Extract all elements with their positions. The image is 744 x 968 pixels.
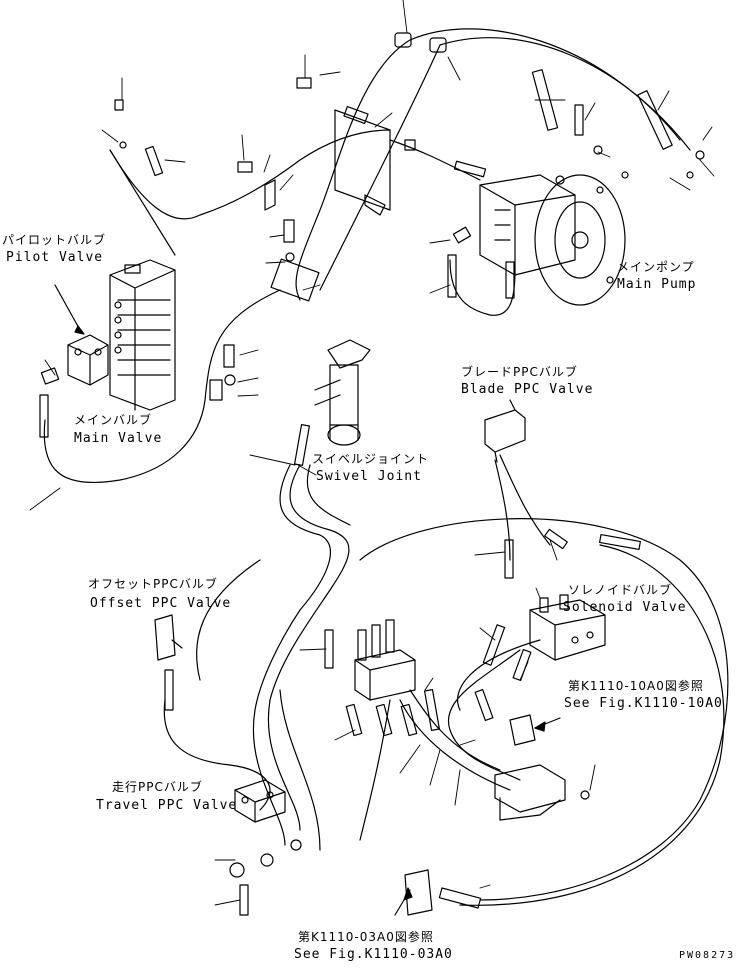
main-pump-label-ja: メインポンプ: [617, 260, 695, 274]
ref-10a0-label-en: See Fig.K1110-10A0: [564, 696, 723, 711]
travel-ppc-label-en: Travel PPC Valve: [96, 798, 238, 813]
pilot-valve-label-ja: パイロットバルブ: [2, 233, 107, 247]
hose-valve-to-block-2: [400, 700, 510, 790]
leader-lines: [30, 0, 714, 905]
hose-solenoid-to-block: [448, 650, 520, 780]
hose-pump-to-swivel-a: [296, 40, 410, 300]
solenoid-valve-label-ja: ソレノイドバルブ: [568, 583, 673, 597]
hose-bundle-to-travel-b: [253, 710, 285, 845]
hose-to-main-valve: [110, 150, 175, 255]
hose-pump-lower: [450, 260, 515, 315]
solenoid-valve-label-en: Solenoid Valve: [563, 600, 687, 615]
hose-left-loop: [197, 560, 260, 680]
hose-pump-to-swivel-b: [320, 45, 440, 290]
hose-valve-down: [360, 700, 390, 840]
hose-valve-to-block-1: [410, 690, 500, 770]
hose-blade-ppc: [500, 455, 550, 545]
blade-ppc-label-en: Blade PPC Valve: [461, 382, 594, 397]
hose-swivel-bundle-2: [255, 465, 330, 710]
blade-ppc-label-ja: ブレードPPCバルブ: [461, 365, 578, 379]
main-valve-label-en: Main Valve: [74, 431, 163, 446]
travel-ppc-valve: [235, 780, 285, 822]
bracket-plates: [265, 110, 390, 215]
main-valve: [110, 260, 175, 410]
hose-swivel-bundle-1: [270, 465, 349, 700]
bottom-right-block: [495, 765, 565, 820]
swivel-joint: [315, 340, 370, 445]
swivel-joint-label-ja: スイベルジョイント: [312, 452, 430, 466]
ref-connector-10a0: [510, 715, 560, 745]
travel-ppc-label-ja: 走行PPCバルブ: [112, 780, 203, 794]
drawing-code: PW08273: [679, 950, 736, 961]
pilot-valve: [55, 285, 108, 385]
hose-blade-ppc-b: [495, 460, 510, 560]
hose-right-arc: [360, 519, 728, 900]
hose-right-arc-b: [460, 545, 724, 905]
offset-ppc-label-ja: オフセットPPCバルブ: [88, 577, 218, 591]
blade-ppc-valve: [485, 400, 525, 462]
swivel-joint-label-en: Swivel Joint: [316, 469, 422, 484]
hose-lines: [44, 29, 728, 905]
hose-solenoid-loop: [458, 640, 540, 710]
ref-connector-03a0: [395, 870, 432, 915]
hose-top-right: [440, 38, 690, 150]
hose-top-right-b: [410, 29, 680, 140]
ref-10a0-label-ja: 第K1110-10A0図参照: [568, 679, 704, 693]
hose-bundle-to-travel-c: [280, 690, 320, 850]
hose-swivel-bundle-3: [307, 465, 350, 525]
center-valve-block: [355, 620, 415, 700]
ref-03a0-label-ja: 第K1110-03A0図参照: [298, 930, 434, 944]
main-valve-label-ja: メインバルブ: [74, 413, 153, 427]
hose-bundle-to-travel: [268, 700, 300, 830]
pilot-valve-label-en: Pilot Valve: [6, 250, 104, 265]
hose-pump-suction: [390, 140, 480, 180]
main-pump-label-en: Main Pump: [617, 277, 697, 292]
hose-main-valve-return: [44, 290, 280, 483]
solenoid-valve: [530, 595, 605, 660]
offset-ppc-label-en: Offset PPC Valve: [90, 596, 232, 611]
ref-03a0-label-en: See Fig.K1110-03A0: [294, 947, 453, 962]
main-pump: [480, 175, 625, 305]
offset-ppc-valve: [155, 615, 182, 660]
hose-pilot-left: [110, 130, 390, 219]
